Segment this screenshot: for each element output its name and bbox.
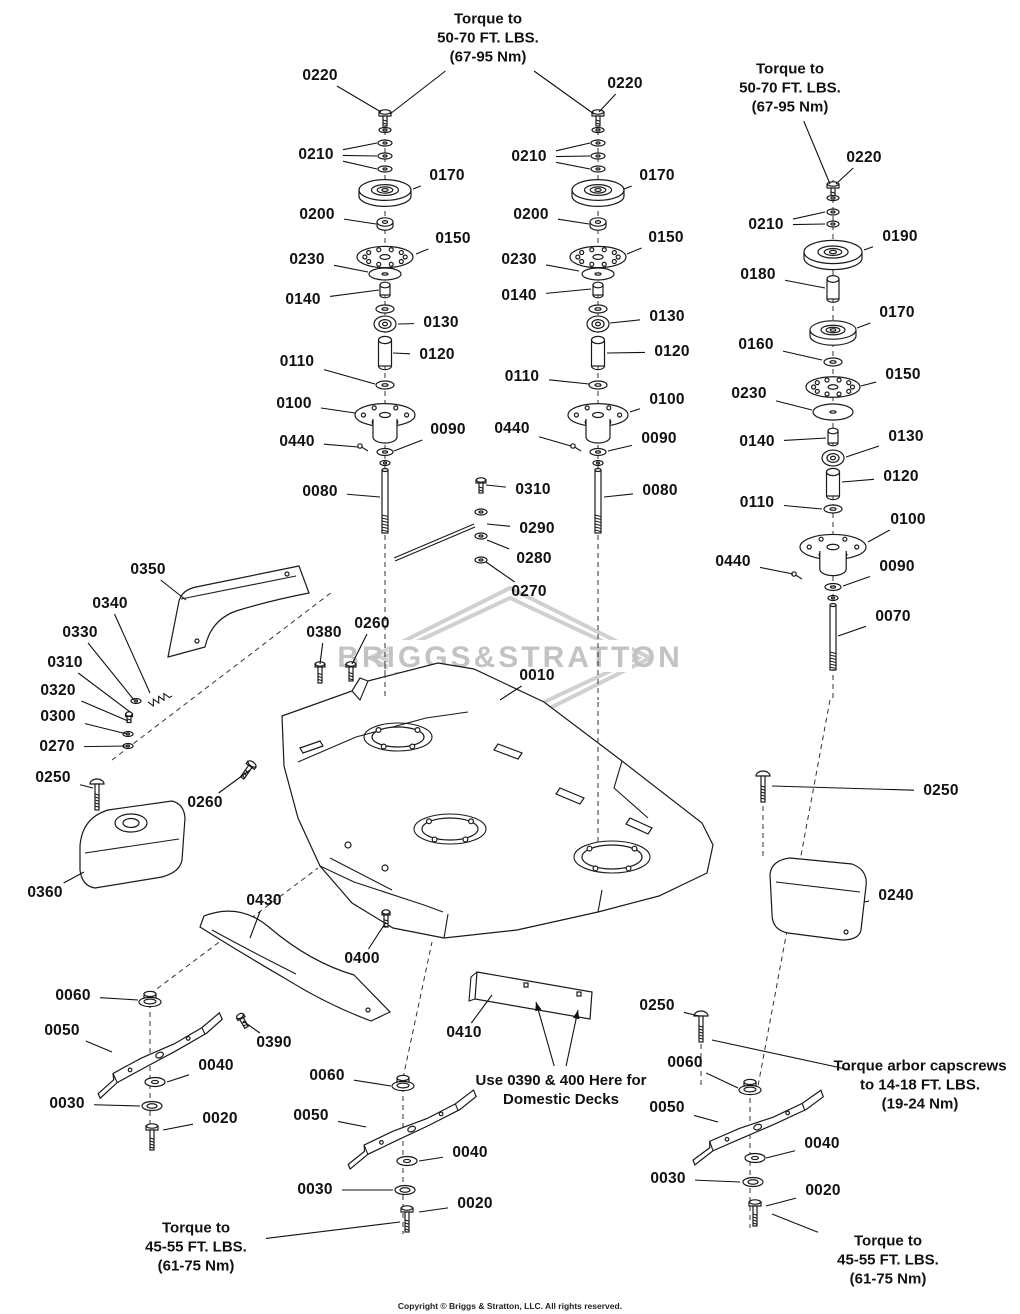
left-hardware bbox=[89, 661, 771, 1043]
watermark-text: BRIGGS&STRATTON bbox=[337, 641, 683, 674]
deck-fasteners-middle bbox=[393, 477, 488, 564]
spindle-assembly-right bbox=[791, 181, 867, 671]
deck-shell bbox=[281, 662, 714, 939]
spindle-assembly bbox=[354, 109, 416, 534]
blade-groups bbox=[97, 990, 824, 1233]
watermark: BRIGGS&STRATTON bbox=[337, 585, 683, 731]
copyright-text: Copyright © Briggs & Stratton, LLC. All … bbox=[397, 1301, 623, 1311]
spindle-assembly bbox=[567, 109, 629, 534]
baffles bbox=[79, 565, 867, 1022]
